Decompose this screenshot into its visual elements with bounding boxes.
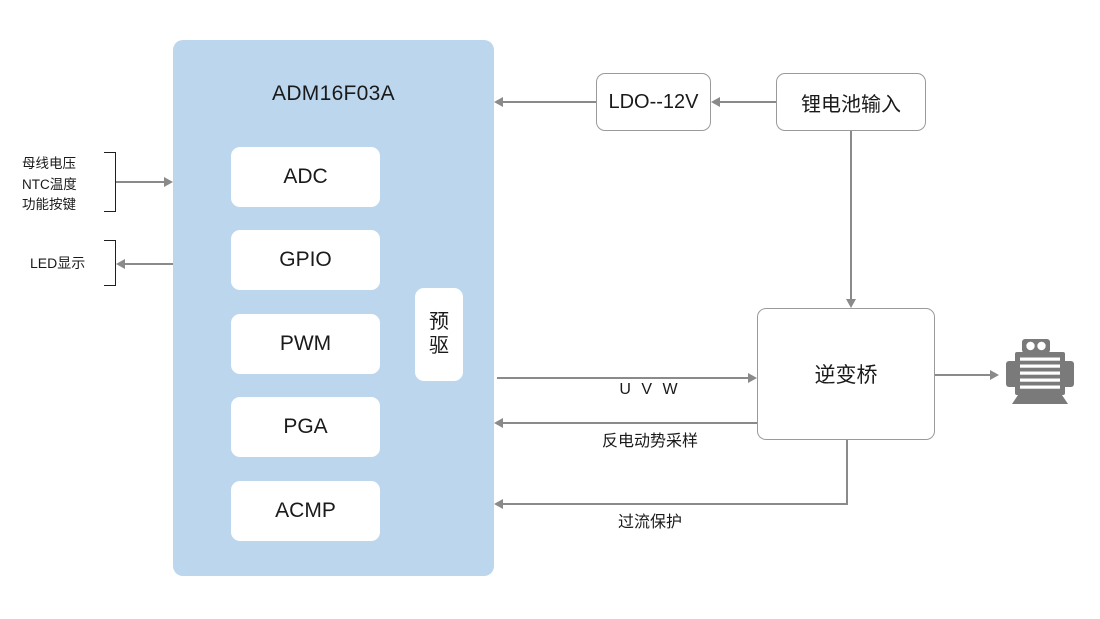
line-ocp-vertical — [846, 440, 848, 504]
pre-driver-line1: 预 — [429, 310, 449, 333]
block-pwm[interactable]: PWM — [231, 314, 380, 374]
label-bus-voltage: 母线电压 — [22, 156, 76, 171]
line-bemf — [503, 422, 757, 424]
input-bracket — [104, 152, 116, 212]
arrowhead-battery-to-ldo — [711, 97, 720, 107]
arrowhead-ocp — [494, 499, 503, 509]
line-input-to-mcu — [116, 181, 164, 183]
line-inverter-to-motor — [935, 374, 992, 376]
block-adc[interactable]: ADC — [231, 147, 380, 207]
arrowhead-bemf — [494, 418, 503, 428]
label-uvw: U V W — [619, 381, 681, 398]
line-ocp-horizontal — [503, 503, 848, 505]
arrowhead-input-to-mcu — [164, 177, 173, 187]
label-ocp: 过流保护 — [617, 514, 682, 531]
box-ldo-12v[interactable]: LDO--12V — [596, 73, 711, 131]
line-ldo-to-mcu — [503, 101, 596, 103]
box-inverter-bridge[interactable]: 逆变桥 — [757, 308, 935, 440]
line-mcu-to-led — [125, 263, 173, 265]
motor-icon — [1002, 337, 1080, 414]
block-acmp[interactable]: ACMP — [231, 481, 380, 541]
arrowhead-battery-to-inverter — [846, 299, 856, 308]
pre-driver-line2: 驱 — [429, 334, 449, 357]
arrowhead-uvw — [748, 373, 757, 383]
block-gpio[interactable]: GPIO — [231, 230, 380, 290]
label-bemf: 反电动势采样 — [601, 433, 698, 450]
arrowhead-mcu-to-led — [116, 259, 125, 269]
box-battery-input[interactable]: 锂电池输入 — [776, 73, 926, 131]
block-pre-driver[interactable]: 预 驱 — [415, 288, 463, 381]
label-function-key: 功能按键 — [22, 197, 76, 213]
led-bracket — [104, 240, 116, 286]
block-pga[interactable]: PGA — [231, 397, 380, 457]
line-uvw — [497, 377, 748, 379]
label-led-display: LED显示 — [30, 255, 86, 271]
label-ntc-temp: NTC温度 — [22, 176, 77, 192]
arrowhead-ldo-to-mcu — [494, 97, 503, 107]
left-input-labels: 母线电压 NTC温度 功能按键 — [22, 154, 77, 216]
mcu-title: ADM16F03A — [272, 82, 395, 105]
line-battery-to-ldo — [720, 101, 776, 103]
line-battery-to-inverter — [850, 131, 852, 299]
arrowhead-inverter-to-motor — [990, 370, 999, 380]
